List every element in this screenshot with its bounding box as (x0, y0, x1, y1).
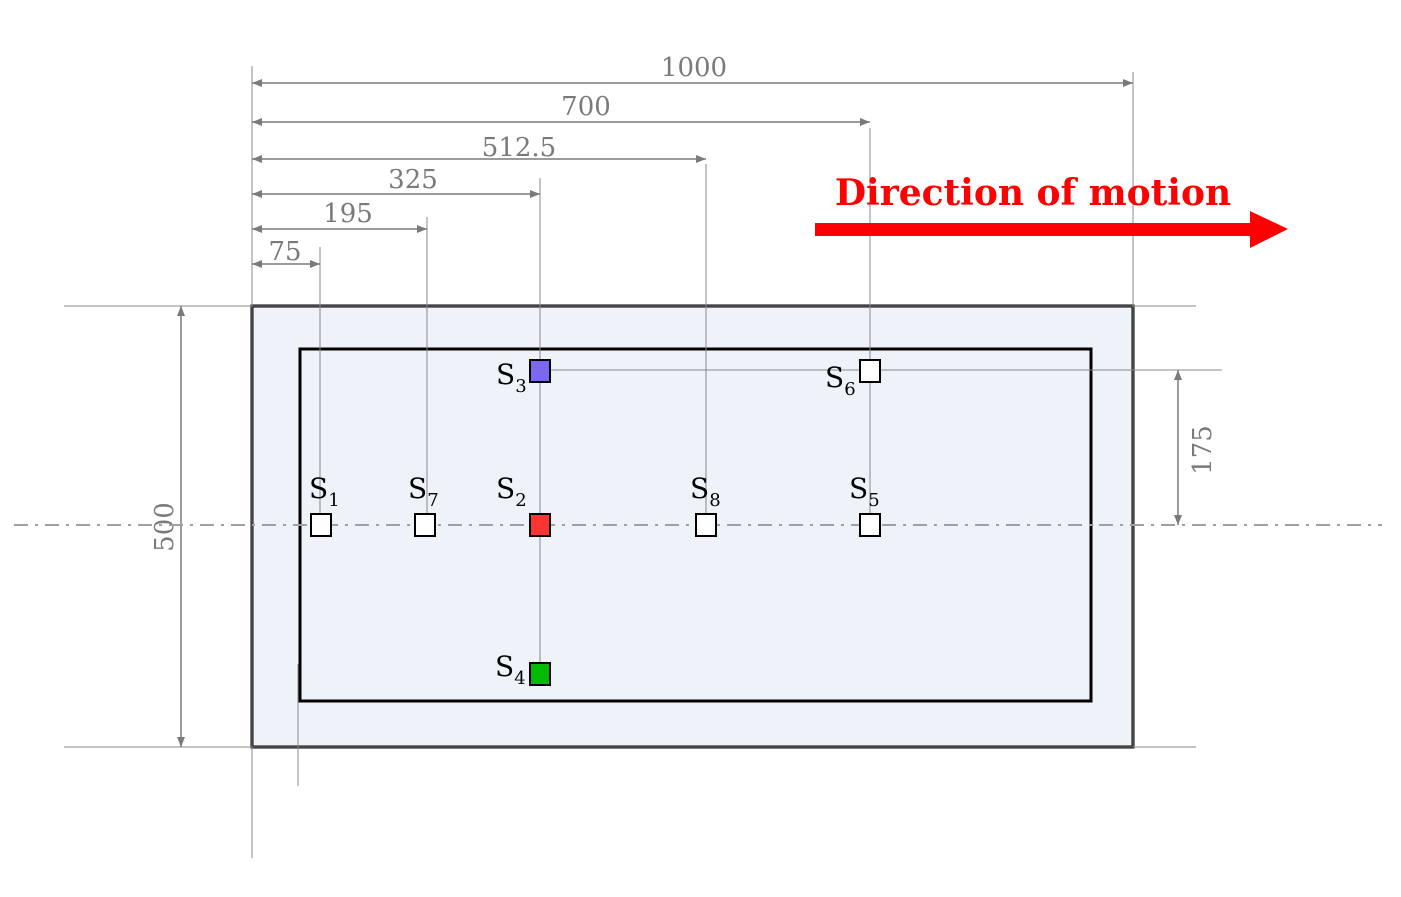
sensor-s6 (859, 359, 881, 383)
dim-label-1000: 1000 (661, 53, 727, 83)
sensor-label-s4: S4 (495, 650, 526, 689)
sensor-s8 (695, 513, 717, 537)
sensor-label-s6: S6 (825, 361, 856, 400)
dim-label-75: 75 (268, 237, 301, 267)
motion-arrow (815, 211, 1288, 248)
dim-label-512: 512.5 (482, 133, 556, 163)
sensor-label-s7: S7 (408, 472, 439, 511)
sensor-s4 (529, 662, 551, 686)
sensor-s1 (310, 513, 332, 537)
sensor-label-s3: S3 (496, 358, 527, 397)
outer-slab (250, 304, 1135, 749)
sensor-s2 (529, 513, 551, 537)
sensor-s7 (414, 513, 436, 537)
sensor-label-s5: S5 (849, 472, 880, 511)
motion-label: Direction of motion (835, 172, 1231, 214)
sensor-label-s2: S2 (496, 472, 527, 511)
sensor-label-s8: S8 (690, 472, 721, 511)
dim-label-500: 500 (150, 502, 180, 552)
dim-label-325: 325 (388, 165, 438, 195)
sensor-s5 (859, 513, 881, 537)
sensor-s3 (529, 359, 551, 383)
sensor-label-s1: S1 (309, 472, 340, 511)
dim-label-175: 175 (1188, 425, 1218, 475)
dim-label-195: 195 (323, 199, 373, 229)
dim-label-700: 700 (561, 92, 611, 122)
